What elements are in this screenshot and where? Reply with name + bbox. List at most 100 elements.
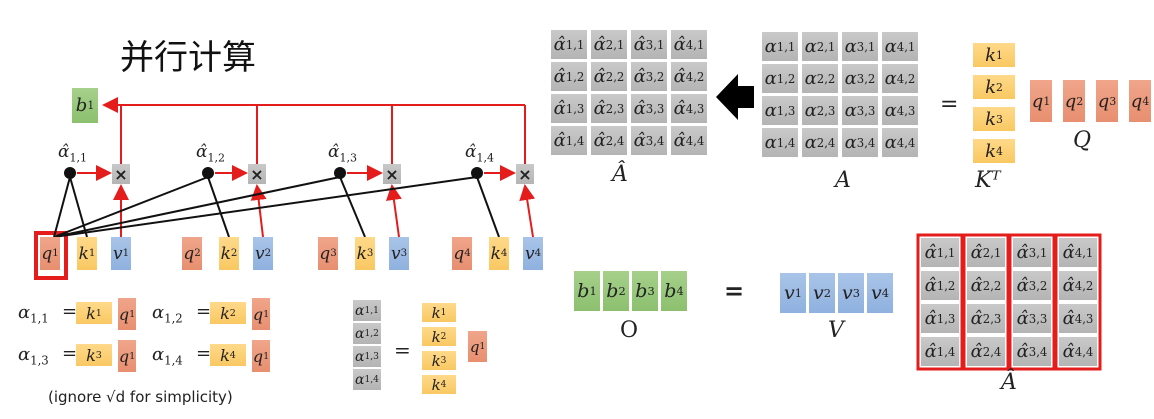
a-hat-column-matrix-cell-3,2: α̂3,2 — [1013, 271, 1051, 300]
a-hat-matrix-cell-2,2: α̂2,2 — [591, 62, 627, 91]
a-hat-column-matrix-cell-1,2: α̂1,2 — [921, 271, 959, 300]
a-hat-column-matrix-cell-4,1: α̂4,1 — [1059, 238, 1097, 267]
equation-alpha-1,3: α1,3 — [18, 344, 49, 368]
a-hat-matrix-cell-3,4: α̂3,4 — [631, 126, 667, 155]
a-hat-matrix-cell-3,3: α̂3,3 — [631, 94, 667, 123]
a-hat-matrix-cell-1,2: α̂1,2 — [551, 62, 587, 91]
a-hat-matrix-cell-4,2: α̂4,2 — [671, 62, 707, 91]
attention-node-1 — [64, 167, 76, 179]
alpha-hat-label-1: α̂1,1 — [58, 142, 88, 165]
alpha-hat-label-3: α̂1,3 — [328, 142, 358, 165]
query1-to-node-line-2 — [53, 176, 209, 238]
a-hat-column-highlight-1 — [916, 233, 964, 371]
a-hat-column-matrix-cell-4,4: α̂4,4 — [1059, 337, 1097, 366]
softmax-arrow-icon — [716, 74, 754, 120]
a-hat-column-matrix-cell-3,1: α̂3,1 — [1013, 238, 1051, 267]
a-hat-matrix-cell-2,3: α̂2,3 — [591, 94, 627, 123]
v-label: V — [828, 318, 844, 343]
kt-label: Kᵀ — [975, 168, 1001, 193]
simplicity-note: (ignore √d for simplicity) — [48, 388, 233, 406]
a-hat-matrix-cell-1,4: α̂1,4 — [551, 126, 587, 155]
a-hat-column-matrix-cell-2,2: α̂2,2 — [967, 271, 1005, 300]
a-hat-matrix-cell-3,1: α̂3,1 — [631, 30, 667, 59]
a-hat-column-matrix-cell-3,4: α̂3,4 — [1013, 337, 1051, 366]
key-to-node-line-4 — [476, 176, 500, 238]
alpha-column-equals: = — [394, 338, 411, 362]
multiply-icon-2: × — [248, 164, 266, 184]
a-hat-matrix-cell-2,1: α̂2,1 — [591, 30, 627, 59]
a-hat-matrix-cell-4,4: α̂4,4 — [671, 126, 707, 155]
attention-node-3 — [334, 167, 346, 179]
a-hat-column-highlight-3 — [1008, 233, 1056, 371]
ov-equals: = — [724, 276, 745, 305]
a-hat-bottom-label: Â — [1001, 370, 1017, 395]
query1-to-node-line-3 — [53, 176, 341, 238]
multiply-icon-3: × — [383, 164, 401, 184]
a-hat-matrix-cell-1,3: α̂1,3 — [551, 94, 587, 123]
a-hat-column-matrix-cell-1,4: α̂1,4 — [921, 337, 959, 366]
page-title: 并行计算 — [120, 38, 256, 78]
a-hat-column-matrix-cell-2,3: α̂2,3 — [967, 304, 1005, 333]
multiply-icon-1: × — [112, 164, 130, 184]
alpha-hat-label-2: α̂1,2 — [196, 142, 226, 165]
matrix-equals: = — [940, 92, 959, 117]
o-label: O — [620, 318, 639, 343]
a-hat-column-matrix-cell-2,1: α̂2,1 — [967, 238, 1005, 267]
a-hat-matrix-cell-4,1: α̂4,1 — [671, 30, 707, 59]
value-to-multiply-arrow-3 — [385, 184, 402, 238]
q1-highlight-box — [34, 231, 68, 280]
a-hat-column-matrix-cell-1,3: α̂1,3 — [921, 304, 959, 333]
a-hat-column-matrix-cell-1,1: α̂1,1 — [921, 238, 959, 267]
key-to-node-line-3 — [339, 176, 366, 238]
equation-equals-4: = — [196, 343, 212, 364]
a-label: A — [835, 168, 851, 193]
key-to-node-line-2 — [207, 176, 230, 238]
equation-equals-1: = — [62, 301, 78, 322]
a-hat-column-highlight-2 — [962, 233, 1010, 371]
equation-alpha-1,4: α1,4 — [152, 344, 183, 368]
